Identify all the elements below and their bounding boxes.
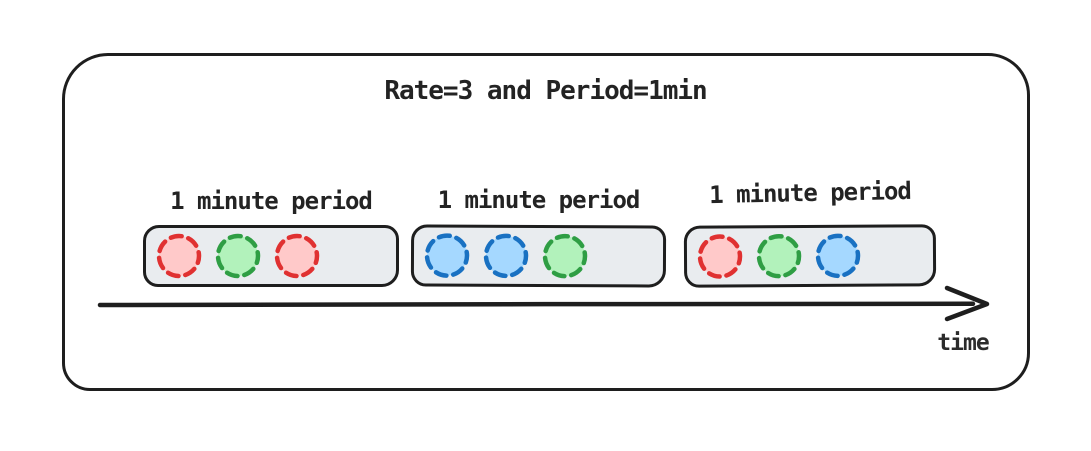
request-circle-red — [156, 233, 202, 279]
diagram-title: Rate=3 and Period=1min — [384, 76, 707, 106]
request-circle-red — [274, 233, 320, 279]
time-axis-arrow — [97, 285, 990, 322]
time-axis-line — [97, 301, 976, 308]
request-circle-blue — [815, 233, 861, 279]
request-circle-green — [215, 233, 261, 279]
period-box — [143, 225, 399, 287]
request-circle-green — [542, 233, 588, 279]
period-box — [683, 224, 937, 288]
period-label: 1 minute period — [708, 176, 912, 210]
period-group: 1 minute period — [143, 186, 399, 287]
period-label: 1 minute period — [170, 187, 373, 215]
request-circle-red — [697, 234, 743, 279]
request-circle-blue — [483, 233, 529, 279]
outer-frame — [62, 53, 1030, 391]
periods-row: 1 minute period 1 minute period 1 minute… — [143, 177, 937, 288]
request-circle-green — [756, 233, 802, 279]
period-group: 1 minute period — [410, 186, 667, 288]
arrowhead-icon — [944, 285, 990, 322]
request-circle-blue — [424, 233, 470, 278]
period-label: 1 minute period — [437, 186, 641, 214]
period-group: 1 minute period — [683, 177, 937, 288]
time-axis-label: time — [937, 330, 989, 356]
period-box — [410, 224, 667, 288]
